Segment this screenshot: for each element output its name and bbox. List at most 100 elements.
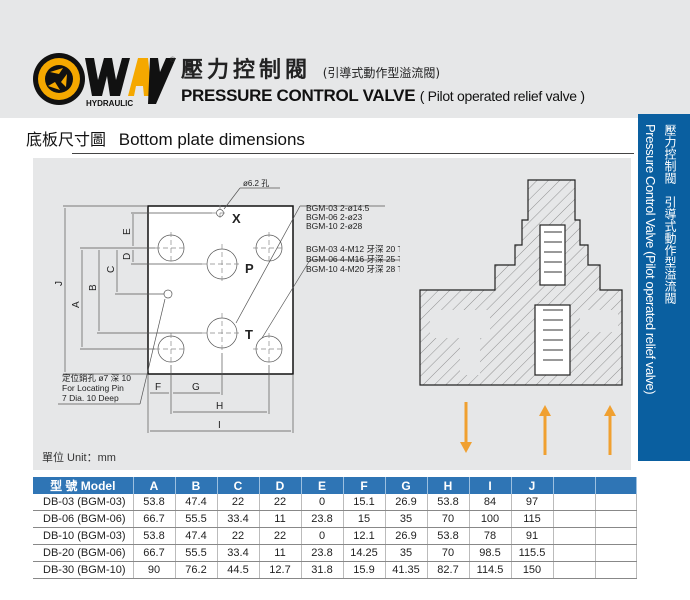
value-cell: 53.8	[133, 494, 176, 511]
unit-label: 單位 Unit：mm	[42, 452, 116, 464]
value-cell: 70	[427, 544, 470, 562]
title-zh-main: 壓力控制閥	[181, 58, 312, 83]
column-header: G	[385, 477, 428, 494]
value-cell: 35	[385, 544, 428, 562]
flow-arrow-down-head	[460, 442, 472, 453]
value-cell: 97	[511, 494, 554, 511]
model-cell: DB-20 (BGM-06)	[33, 544, 134, 562]
value-cell: 11	[259, 510, 302, 528]
port-dia-note: BGM-06 2-ø23	[306, 212, 362, 222]
port-x-label: X	[232, 211, 241, 226]
thread-note: BGM-03 4-M12 牙深 20 Thd. 20 Deep	[306, 244, 400, 254]
value-cell: 100	[469, 510, 512, 528]
page-title-en: PRESSURE CONTROL VALVE ( Pilot operated …	[181, 86, 585, 106]
valve-cross-section	[419, 179, 623, 455]
passage-down	[460, 320, 480, 375]
model-cell: DB-30 (BGM-10)	[33, 561, 134, 579]
dim-e-label: E	[122, 228, 133, 235]
value-cell: 66.7	[133, 544, 176, 562]
dim-a-label: A	[71, 301, 82, 308]
column-header: J	[511, 477, 554, 494]
value-cell: 90	[133, 561, 176, 579]
value-cell: 114.5	[469, 561, 512, 579]
value-cell: 23.8	[301, 510, 344, 528]
column-header: C	[217, 477, 260, 494]
column-header: H	[427, 477, 470, 494]
bottom-plate-drawing: ø6.2 孔 X P T J A B C D E F G H I BGM-03 …	[54, 179, 400, 433]
value-cell: 76.2	[175, 561, 218, 579]
value-cell: 70	[427, 510, 470, 528]
value-cell	[595, 561, 637, 579]
value-cell: 53.8	[133, 527, 176, 545]
value-cell: 66.7	[133, 510, 176, 528]
value-cell: 115.5	[511, 544, 554, 562]
value-cell: 22	[217, 494, 260, 511]
title-en-main: PRESSURE CONTROL VALVE	[181, 86, 416, 105]
port-p-label: P	[245, 261, 254, 276]
thread-note: BGM-06 4-M16 牙深 25 Thd. 25 Deep	[306, 254, 400, 264]
value-cell: 55.5	[175, 510, 218, 528]
value-cell: 47.4	[175, 527, 218, 545]
value-cell: 53.8	[427, 527, 470, 545]
value-cell: 53.8	[427, 494, 470, 511]
value-cell	[553, 544, 596, 562]
value-cell: 115	[511, 510, 554, 528]
value-cell	[553, 561, 596, 579]
value-cell	[595, 494, 637, 511]
dim-i-label: I	[218, 420, 221, 431]
pin-note: 7 Dia. 10 Deep	[62, 393, 119, 403]
model-cell: DB-06 (BGM-06)	[33, 510, 134, 528]
column-header: F	[343, 477, 386, 494]
dim-b-label: B	[88, 284, 99, 291]
value-cell: 91	[511, 527, 554, 545]
port-dia-note: BGM-03 2-ø14.5	[306, 203, 370, 213]
dim-g-label: G	[192, 382, 200, 393]
header-banner	[0, 0, 690, 118]
column-header-model: 型 號 Model	[33, 477, 134, 494]
title-en-subtitle: ( Pilot operated relief valve )	[419, 88, 585, 104]
value-cell: 35	[385, 510, 428, 528]
main-spring	[543, 309, 563, 361]
value-cell: 78	[469, 527, 512, 545]
value-cell	[553, 527, 596, 545]
port-dia-note: BGM-10 2-ø28	[306, 221, 362, 231]
column-header: I	[469, 477, 512, 494]
dim-f-label: F	[155, 382, 161, 393]
value-cell: 41.35	[385, 561, 428, 579]
value-cell: 33.4	[217, 510, 260, 528]
dim-d-label: D	[122, 253, 133, 260]
pin-note: For Locating Pin	[62, 383, 124, 393]
side-tab-zh: 壓力控制閥 引導式動作型溢流閥	[663, 124, 677, 304]
section-divider	[72, 153, 634, 154]
value-cell: 26.9	[385, 527, 428, 545]
value-cell: 98.5	[469, 544, 512, 562]
logo-letter-a	[128, 58, 152, 96]
value-cell: 55.5	[175, 544, 218, 562]
value-cell: 12.7	[259, 561, 302, 579]
value-cell: 15	[343, 510, 386, 528]
column-header	[553, 477, 596, 494]
logo-letter-w	[85, 58, 130, 96]
flow-arrow-up-head	[539, 405, 551, 416]
column-header: D	[259, 477, 302, 494]
value-cell: 12.1	[343, 527, 386, 545]
section-title: 底板尺寸圖 Bottom plate dimensions	[26, 126, 305, 150]
title-zh-subtitle: (引導式動作型溢流閥)	[322, 66, 441, 80]
column-header: B	[175, 477, 218, 494]
way-hydraulic-logo: ® HYDRAULIC	[33, 53, 176, 108]
side-tab-en: Pressure Control Valve (Pilot operated r…	[643, 124, 658, 395]
section-title-zh: 底板尺寸圖	[26, 130, 107, 149]
logo-hydraulic-text: HYDRAULIC	[86, 99, 133, 108]
value-cell: 33.4	[217, 544, 260, 562]
value-cell: 23.8	[301, 544, 344, 562]
value-cell	[553, 494, 596, 511]
value-cell	[595, 544, 637, 562]
model-cell: DB-10 (BGM-03)	[33, 527, 134, 545]
side-category-tab[interactable]: 壓力控制閥 引導式動作型溢流閥 Pressure Control Valve (…	[638, 114, 690, 461]
dim-j-label: J	[54, 281, 65, 286]
